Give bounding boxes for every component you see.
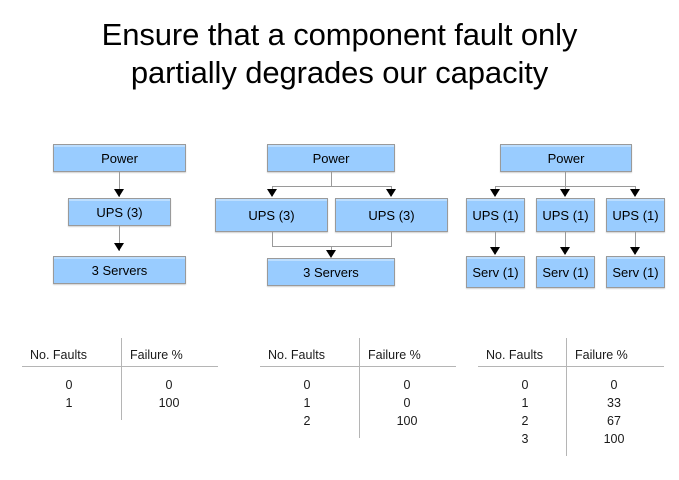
table-3-row-1-failure: 33 <box>607 396 621 410</box>
node-ups-2-3[interactable]: UPS (1) <box>536 198 595 232</box>
arrowhead-power-to-ups-3-3 <box>630 189 640 197</box>
table-1-row-0-faults: 0 <box>65 378 73 392</box>
table-1-row-1-failure: 100 <box>158 396 180 410</box>
arrowhead-ups-to-serv-1-3 <box>490 247 500 255</box>
table-3-header-rule <box>478 366 664 367</box>
table-2-header-rule <box>260 366 456 367</box>
page-title-line-2: partially degrades our capacity <box>130 55 549 90</box>
table-3-header-failure-pct: Failure % <box>575 348 628 362</box>
table-2-row-0-faults: 0 <box>303 378 311 392</box>
table-3-row-1-faults: 1 <box>521 396 529 410</box>
arrowhead-ups-to-serv-3-3 <box>630 247 640 255</box>
arrowhead-ups-to-servers-2 <box>326 250 336 258</box>
table-2-row-2-failure: 100 <box>396 414 418 428</box>
table-1-column-divider <box>121 338 122 420</box>
node-power-2[interactable]: Power <box>267 144 395 172</box>
connector-ups-to-serv-1-3 <box>495 232 496 254</box>
connector-power-bus-2 <box>272 186 392 187</box>
connector-power-to-ups-1 <box>119 172 120 197</box>
arrowhead-power-to-ups-2-3 <box>560 189 570 197</box>
connector-power-stem-3 <box>565 172 566 187</box>
table-3-row-3-faults: 3 <box>521 432 529 446</box>
table-1-row-1-faults: 1 <box>65 396 73 410</box>
table-2-header-failure-pct: Failure % <box>368 348 421 362</box>
node-ups-left-2[interactable]: UPS (3) <box>215 198 328 232</box>
node-ups-1[interactable]: UPS (3) <box>68 198 171 226</box>
connector-ups-left-drop-2 <box>272 232 273 247</box>
arrowhead-power-to-ups-right-2 <box>386 189 396 197</box>
node-serv-2-3[interactable]: Serv (1) <box>536 256 595 288</box>
arrowhead-ups-to-serv-2-3 <box>560 247 570 255</box>
table-2-row-0-failure: 0 <box>403 378 411 392</box>
table-3-row-0-faults: 0 <box>521 378 529 392</box>
arrowhead-power-to-ups-1 <box>114 189 124 197</box>
node-power-3[interactable]: Power <box>500 144 632 172</box>
table-3-row-3-failure: 100 <box>603 432 625 446</box>
connector-ups-merge-bus-2 <box>272 246 392 247</box>
failure-table-2: No. Faults Failure % 0 0 1 0 2 100 <box>260 338 456 446</box>
table-2-row-1-failure: 0 <box>403 396 411 410</box>
table-1-header-no-faults: No. Faults <box>30 348 87 362</box>
table-3-row-2-faults: 2 <box>521 414 529 428</box>
node-ups-right-2[interactable]: UPS (3) <box>335 198 448 232</box>
connector-ups-right-drop-2 <box>391 232 392 247</box>
failure-table-3: No. Faults Failure % 0 0 1 33 2 67 3 100 <box>478 338 674 464</box>
table-3-row-2-failure: 67 <box>607 414 621 428</box>
connector-power-stem-2 <box>331 172 332 187</box>
node-ups-1-3[interactable]: UPS (1) <box>466 198 525 232</box>
table-1-header-rule <box>22 366 218 367</box>
table-2-row-2-faults: 2 <box>303 414 311 428</box>
node-servers-2[interactable]: 3 Servers <box>267 258 395 286</box>
table-3-header-no-faults: No. Faults <box>486 348 543 362</box>
node-servers-1[interactable]: 3 Servers <box>53 256 186 284</box>
node-serv-3-3[interactable]: Serv (1) <box>606 256 665 288</box>
table-2-row-1-faults: 1 <box>303 396 311 410</box>
table-3-row-0-failure: 0 <box>610 378 618 392</box>
table-1-row-0-failure: 0 <box>165 378 173 392</box>
table-2-column-divider <box>359 338 360 438</box>
diagram-area: Power UPS (3) 3 Servers Power UPS (3) UP… <box>53 144 665 288</box>
arrowhead-ups-to-servers-1 <box>114 243 124 251</box>
table-2-header-no-faults: No. Faults <box>268 348 325 362</box>
connector-ups-to-serv-2-3 <box>565 232 566 254</box>
node-serv-1-3[interactable]: Serv (1) <box>466 256 525 288</box>
node-power-1[interactable]: Power <box>53 144 186 172</box>
table-1-header-failure-pct: Failure % <box>130 348 183 362</box>
page-title: Ensure that a component fault only parti… <box>0 16 679 92</box>
connector-ups-to-serv-3-3 <box>635 232 636 254</box>
page-title-line-1: Ensure that a component fault only <box>101 17 578 52</box>
arrowhead-power-to-ups-left-2 <box>267 189 277 197</box>
node-ups-3-3[interactable]: UPS (1) <box>606 198 665 232</box>
table-3-column-divider <box>566 338 567 456</box>
failure-table-1: No. Faults Failure % 0 0 1 100 <box>22 338 218 428</box>
arrowhead-power-to-ups-1-3 <box>490 189 500 197</box>
connector-ups-to-servers-1 <box>119 226 120 251</box>
